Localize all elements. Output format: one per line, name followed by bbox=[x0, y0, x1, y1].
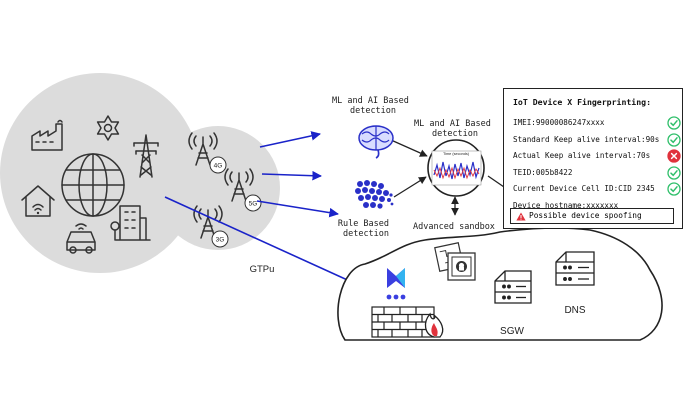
fingerprint-panel: IoT Device X Fingerprinting: IMEI:990000… bbox=[503, 88, 683, 229]
ml-center-label: ML and AI Based detection bbox=[414, 119, 496, 139]
brain-icon bbox=[358, 125, 394, 159]
badge-3g: 3G bbox=[216, 237, 225, 244]
fingerprint-row-text: TEID:005b8422 bbox=[513, 167, 573, 177]
sandbox-label: Advanced sandbox bbox=[413, 222, 495, 232]
warning-icon bbox=[516, 212, 526, 220]
building-icon bbox=[110, 205, 151, 241]
server-icon bbox=[494, 270, 532, 304]
fire-icon bbox=[424, 312, 444, 338]
spoofing-alert: Possible device spoofing bbox=[510, 208, 674, 224]
sandbox-icon bbox=[434, 242, 476, 281]
check-icon bbox=[667, 132, 681, 147]
badge-4g: 4G bbox=[214, 163, 223, 170]
gtpu-label: GTPu bbox=[250, 264, 275, 275]
check-icon bbox=[667, 165, 681, 180]
fingerprint-row: Current Device Cell ID:CID 2345 bbox=[513, 181, 681, 198]
home-wifi-icon bbox=[21, 185, 55, 217]
factory-icon bbox=[31, 119, 63, 151]
cell-tower-icon: 4G bbox=[188, 132, 227, 174]
sgw-label: SGW bbox=[500, 326, 524, 337]
rule-label: Rule Based detection bbox=[338, 219, 394, 239]
check-icon bbox=[667, 182, 681, 196]
dns-label: DNS bbox=[564, 305, 585, 316]
power-tower-icon bbox=[133, 134, 159, 178]
fingerprint-row: Actual Keep alive interval:70s bbox=[513, 148, 681, 165]
graph-icon: Time (seconds) bbox=[427, 139, 485, 197]
fingerprint-row-text: Standard Keep alive interval:90s bbox=[513, 134, 660, 144]
cell-tower-icon: 3G bbox=[193, 205, 229, 248]
iot-cloud bbox=[0, 73, 280, 273]
graph-caption: Time (seconds) bbox=[443, 152, 470, 156]
detection-links bbox=[390, 139, 505, 216]
badge-5g: 5G bbox=[249, 201, 258, 208]
check-icon bbox=[667, 116, 681, 130]
server-icon bbox=[555, 251, 595, 286]
globe-icon bbox=[61, 153, 125, 217]
fingerprint-row-text: Device hostname:xxxxxxx bbox=[513, 200, 619, 210]
spoofing-alert-text: Possible device spoofing bbox=[529, 211, 642, 220]
car-icon bbox=[66, 223, 96, 254]
fingerprint-row-text: IMEI:99000086247xxxx bbox=[513, 118, 605, 127]
gear-icon bbox=[96, 115, 120, 141]
fingerprint-row: Standard Keep alive interval:90s bbox=[513, 132, 681, 149]
fingerprint-row: IMEI:99000086247xxxx bbox=[513, 115, 681, 132]
dot-cluster-icon bbox=[355, 180, 394, 209]
fingerprint-row: TEID:005b8422 bbox=[513, 165, 681, 182]
x-icon bbox=[667, 149, 681, 163]
ml-top-label: ML and AI Based detection bbox=[332, 96, 414, 116]
fingerprint-title: IoT Device X Fingerprinting: bbox=[513, 97, 652, 107]
cell-tower-icon: 5G bbox=[224, 168, 262, 212]
traffic-arrows bbox=[164, 131, 366, 289]
product-logo bbox=[386, 268, 406, 300]
firewall-icon bbox=[371, 306, 435, 338]
fingerprint-row-text: Actual Keep alive interval:70s bbox=[513, 151, 651, 160]
fingerprint-row-text: Current Device Cell ID:CID 2345 bbox=[513, 184, 655, 193]
fingerprint-row: Device hostname:xxxxxxx bbox=[513, 198, 674, 215]
